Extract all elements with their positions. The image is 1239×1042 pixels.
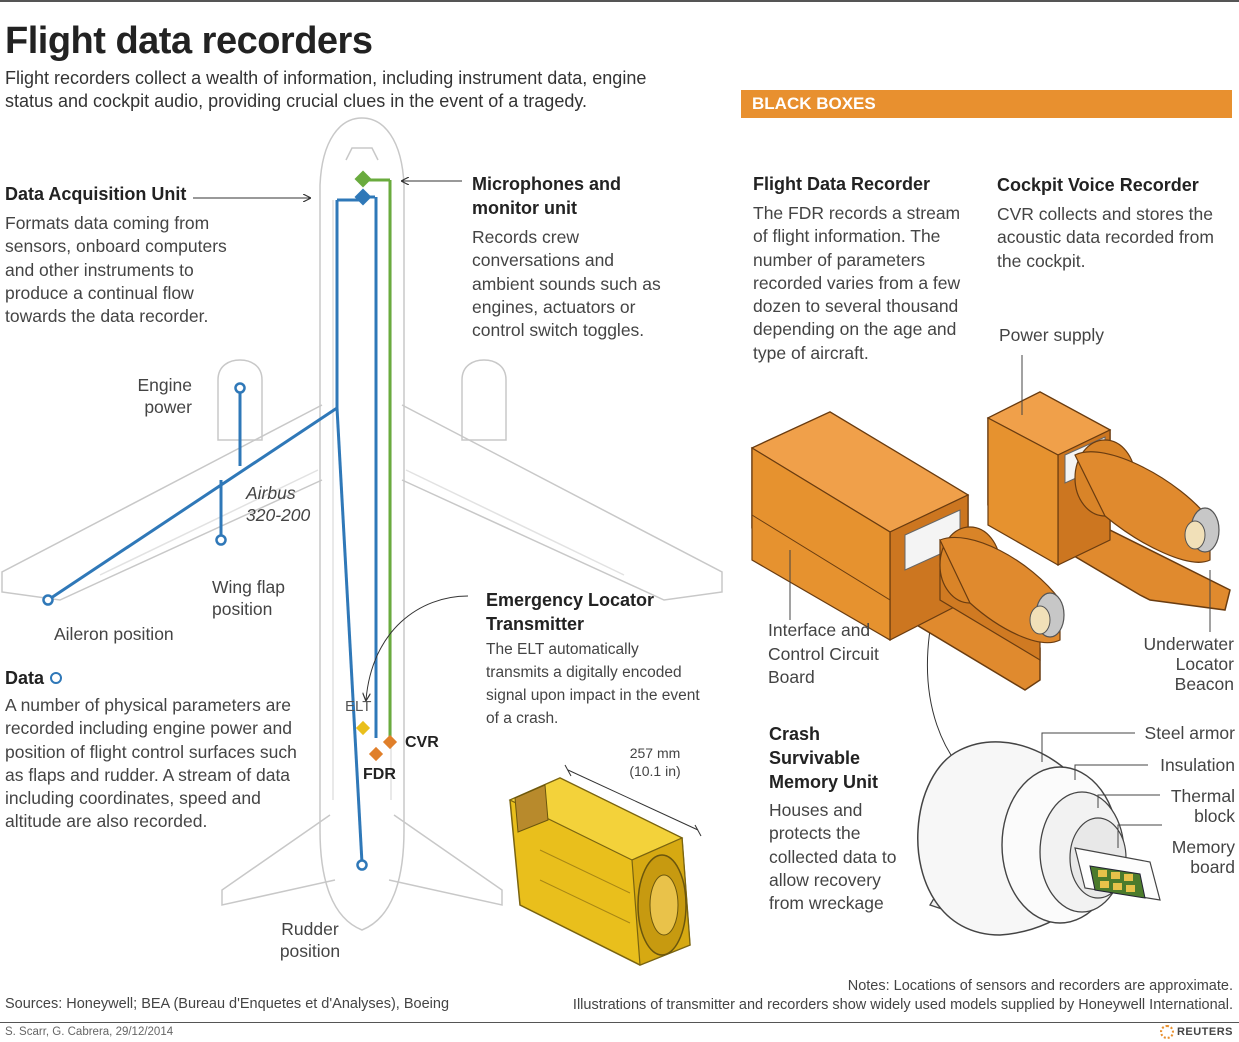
fdr-illustration bbox=[750, 411, 1065, 691]
wing-flap-sensor bbox=[215, 534, 227, 546]
rudder-label: Rudder position bbox=[279, 919, 341, 961]
elt-heading: Emergency Locator Transmitter bbox=[486, 590, 655, 634]
rudder-sensor bbox=[356, 859, 368, 871]
elt-dimension-in: (10.1 in) bbox=[629, 763, 681, 779]
cvr-marker bbox=[382, 734, 398, 750]
reuters-logo: REUTERS bbox=[1159, 1025, 1233, 1039]
wing-flap-label: Wing flap position bbox=[212, 577, 285, 619]
aileron-sensor bbox=[42, 594, 54, 606]
aileron-label: Aileron position bbox=[54, 624, 174, 644]
credit: S. Scarr, G. Cabrera, 29/12/2014 bbox=[5, 1026, 174, 1038]
ulb-label: Underwater Locator Beacon bbox=[1143, 634, 1234, 694]
memory-board-label: Memory board bbox=[1171, 837, 1235, 877]
notes: Notes: Locations of sensors and recorder… bbox=[573, 977, 1233, 1015]
data-heading-row: Data bbox=[5, 666, 63, 690]
notes-line-1: Notes: Locations of sensors and recorder… bbox=[847, 978, 1233, 994]
elt-description: The ELT automatically transmits a digita… bbox=[486, 641, 700, 727]
sources: Sources: Honeywell; BEA (Bureau d'Enquet… bbox=[5, 996, 450, 1012]
fdr-heading: Flight Data Recorder bbox=[753, 174, 931, 194]
reuters-logo-text: REUTERS bbox=[1176, 1025, 1233, 1038]
black-boxes-banner: BLACK BOXES bbox=[741, 90, 1232, 118]
data-description: A number of physical parameters are reco… bbox=[5, 695, 297, 832]
cvr-illustration bbox=[986, 391, 1231, 611]
elt-illustration bbox=[508, 764, 702, 966]
thermal-block-label: Thermal block bbox=[1170, 786, 1235, 826]
insulation-label: Insulation bbox=[1160, 755, 1235, 775]
csmu-description: Houses and protects the collected data t… bbox=[769, 800, 897, 914]
engine-power-sensor bbox=[234, 382, 246, 394]
airbus-model-label: Airbus 320-200 bbox=[246, 483, 311, 525]
top-rule bbox=[0, 0, 1239, 2]
sensor-dots bbox=[42, 382, 368, 871]
data-lines bbox=[47, 195, 378, 864]
dau-heading: Data Acquisition Unit bbox=[5, 184, 187, 204]
elt-pointer bbox=[366, 595, 469, 700]
cvr-heading: Cockpit Voice Recorder bbox=[997, 175, 1199, 195]
data-heading: Data bbox=[5, 668, 45, 688]
mic-description: Records crew conversations and ambient s… bbox=[472, 227, 661, 341]
fdr-description: The FDR records a stream of flight infor… bbox=[753, 203, 961, 363]
fdr-plane-label: FDR bbox=[363, 766, 396, 783]
mic-heading: Microphones and monitor unit bbox=[472, 174, 622, 218]
csmu-illustration bbox=[917, 741, 1161, 936]
power-supply-label: Power supply bbox=[999, 325, 1105, 345]
bottom-rule bbox=[0, 1022, 1239, 1023]
interface-board-label: Interface and Control Circuit Board bbox=[768, 620, 879, 687]
steel-armor-label: Steel armor bbox=[1144, 723, 1235, 743]
csmu-heading: Crash Survivable Memory Unit bbox=[769, 724, 879, 792]
airplane-outline bbox=[1, 117, 723, 931]
data-dot-icon bbox=[50, 672, 63, 684]
fdr-marker bbox=[368, 746, 384, 762]
engine-power-label: Engine power bbox=[137, 375, 193, 417]
microphone-marker bbox=[354, 170, 372, 188]
elt-plane-label: ELT bbox=[345, 698, 372, 715]
elt-dimension: 257 mm (10.1 in) bbox=[612, 744, 698, 780]
page-title: Flight data recorders bbox=[5, 20, 373, 62]
elt-marker bbox=[355, 720, 371, 736]
recorder-leaders bbox=[789, 355, 1211, 632]
dau-marker bbox=[354, 188, 372, 206]
page-subtitle: Flight recorders collect a wealth of inf… bbox=[5, 68, 647, 111]
reuters-logo-icon bbox=[1159, 1025, 1174, 1039]
notes-line-2: Illustrations of transmitter and recorde… bbox=[572, 997, 1233, 1013]
cvr-plane-label: CVR bbox=[405, 734, 439, 751]
dau-description: Formats data coming from sensors, onboar… bbox=[5, 213, 227, 327]
csmu-leaders bbox=[1041, 732, 1162, 848]
elt-dimension-mm: 257 mm bbox=[629, 745, 681, 761]
cvr-description: CVR collects and stores the acoustic dat… bbox=[997, 204, 1214, 271]
